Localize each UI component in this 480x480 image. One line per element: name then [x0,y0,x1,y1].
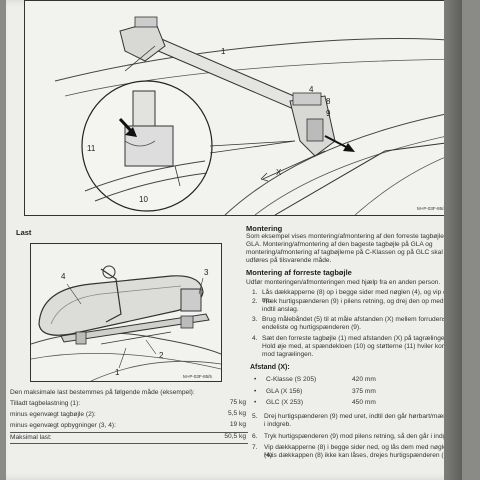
load-row-value: 19 kg [229,421,246,428]
bullet: • [254,388,257,395]
instruction-sheet: 1 4 8 9 11 10 X M+P-03F-85/4 Last [6,0,462,480]
load-row-value: 75 kg [229,399,246,406]
afstand-heading: Afstand (X): [250,364,290,371]
load-row-value: 5,5 kg [228,410,246,417]
step-text: indtil anslag. [262,306,299,313]
montering-intro-line: udføres på tilsvarende måde. [246,257,332,264]
roof-load-figure: 4 3 2 1 M+P-03F-85/5 [30,243,222,382]
callout-3: 3 [204,268,209,277]
page-edge-shadow [444,0,462,480]
step-text: Hold øje med, at spændekloen (10) og stø… [262,343,456,350]
forreste-heading: Montering af forreste tagbøjle [246,268,352,277]
afstand-model: GLA (X 156) [266,388,303,395]
load-row-label: minus egenvægt tagbøjle (2): [10,411,96,418]
callout-x: X [276,168,282,177]
step-text: Brug målebåndet (5) til at måle afstande… [262,316,447,323]
bullet: • [254,376,257,383]
step-text: Drej hurtigspænderen (9) med uret, indti… [264,413,461,420]
step-text: Vip dækkapperne (8) i begge sider ned, o… [264,444,451,459]
last-heading: Last [16,228,32,237]
callout-4: 4 [309,85,314,94]
montering-intro-line: Som eksempel vises montering/afmontering… [246,233,454,240]
step-number: 5. [252,413,258,420]
afstand-model: C-Klasse (S 205) [266,376,317,383]
step-text: Hvis dækkappen (8) ikke kan låses, dreje… [264,452,462,459]
step-text: Lås dækkapperne (8) op i begge sider med… [262,289,456,304]
figure-code: M+P-03F-85/5 [183,374,212,379]
load-row-value: 50,5 kg [224,433,246,440]
afstand-value: 450 mm [352,399,376,406]
afstand-value: 420 mm [352,376,376,383]
step-text: Tryk hurtigspænderen (9) mod pilens retn… [264,433,458,440]
roof-bar-mounting-drawing [54,16,461,215]
divider [10,443,248,444]
callout-8: 8 [326,97,331,106]
callout-4: 4 [61,272,66,281]
afstand-value: 375 mm [352,388,376,395]
load-row-label: Maksimal last: [10,434,52,441]
montering-heading: Montering [246,224,283,233]
step-number: 7. [252,444,258,451]
step-text: Sæt den forreste tagbøjle (1) med afstan… [262,335,451,342]
afstand-model: GLC (X 253) [266,399,304,406]
bullet: • [254,399,257,406]
load-row-label: Tilladt tagbelastning (1): [10,400,81,407]
step-text: Træk hurtigspænderen (9) i pilens retnin… [262,298,457,305]
callout-10: 10 [139,195,148,204]
last-intro: Den maksimale last bestemmes på følgende… [10,389,195,396]
callout-1: 1 [221,47,226,56]
roof-bar-mounting-figure: 1 4 8 9 11 10 X M+P-03F-85/4 [24,0,462,216]
callout-2: 2 [159,351,164,360]
step-number: 4. [252,335,258,342]
step-number: 2. [252,298,258,305]
callout-11: 11 [87,144,96,153]
load-row-label: minus egenvægt opbygninger (3, 4): [10,422,116,429]
step-number: 1. [252,289,258,296]
montering-intro-line: GLA. Montering/afmontering af den bagest… [246,241,433,248]
divider [10,432,248,433]
step-number: 3. [252,316,258,323]
callout-9: 9 [326,109,331,118]
step-text: endeliste og hurtigspænderen (9). [262,324,361,331]
figure-code: M+P-03F-85/4 [417,206,446,211]
callout-1: 1 [115,368,120,377]
montering-intro-line: montering/afmontering af tagbøjlerne på … [246,249,443,256]
roof-load-drawing [31,265,221,381]
step-text: mod tagrælingen. [262,351,314,358]
step-text: i indgreb. [264,421,292,428]
forreste-intro: Udfør monteringen/afmonteringen med hjæl… [246,279,441,286]
step-number: 6. [252,433,258,440]
